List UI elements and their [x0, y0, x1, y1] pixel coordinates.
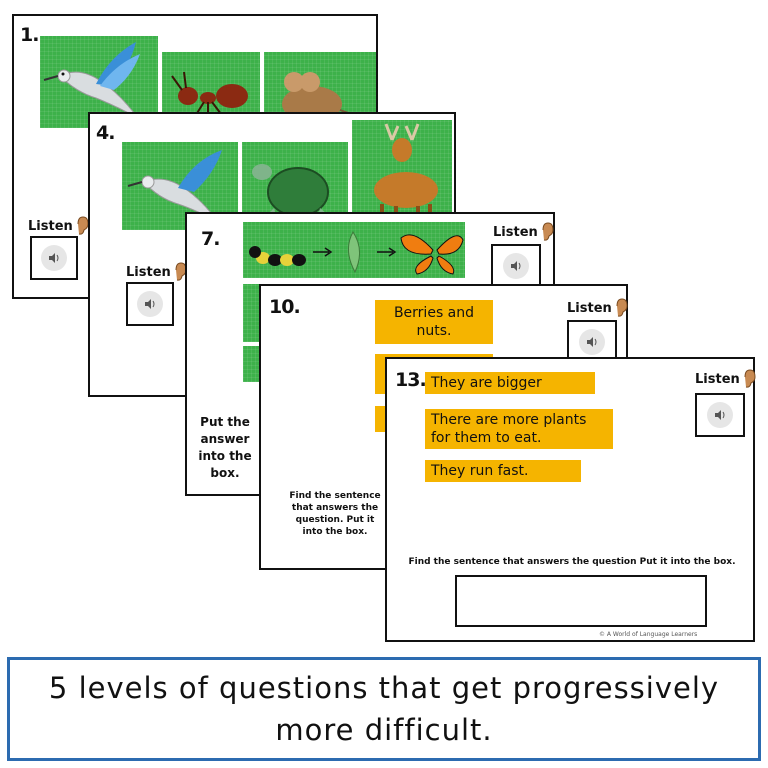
- listen-label: Listen: [126, 262, 187, 282]
- butterfly-icon: [400, 234, 464, 275]
- listen-label: Listen: [493, 222, 554, 242]
- slide-number: 13.: [395, 369, 427, 391]
- listen-label: Listen: [695, 369, 756, 389]
- listen-speaker-box[interactable]: [126, 282, 174, 326]
- copyright-text: © A World of Language Learners: [599, 631, 698, 638]
- listen-label: Listen: [567, 298, 628, 318]
- speaker-icon: [715, 410, 725, 420]
- instruction-text: Find the sentence that answers the quest…: [289, 491, 381, 537]
- caption-text: 5 levels of questions that get progressi…: [48, 671, 720, 747]
- listen-speaker-box[interactable]: [491, 244, 541, 288]
- listen-label: Listen: [28, 216, 89, 236]
- instruction-text: Put the answer into the box.: [198, 415, 252, 480]
- speaker-icon: [145, 299, 155, 309]
- ear-icon: [616, 298, 628, 317]
- slide-13: 13. They are bigger There are more plant…: [385, 357, 756, 642]
- listen-speaker-box[interactable]: [567, 320, 617, 364]
- speaker-button[interactable]: [137, 291, 163, 317]
- lifecycle-strip: [249, 231, 464, 275]
- speaker-button[interactable]: [41, 245, 67, 271]
- chrysalis-icon: [348, 231, 360, 274]
- answer-option[interactable]: Berries and nuts.: [375, 300, 493, 344]
- slide-number: 4.: [96, 122, 115, 144]
- caterpillar-icon: [249, 246, 306, 266]
- caption-box: 5 levels of questions that get progressi…: [7, 657, 761, 761]
- speaker-icon: [511, 261, 521, 271]
- listen-speaker-box[interactable]: [30, 236, 78, 280]
- speaker-icon: [587, 337, 597, 347]
- slide-number: 10.: [269, 296, 301, 318]
- answer-option[interactable]: There are more plants for them to eat.: [425, 409, 613, 449]
- ant-icon: [171, 71, 248, 120]
- arrow-icon: [313, 247, 333, 257]
- arrow-icon: [377, 247, 397, 257]
- speaker-button[interactable]: [707, 402, 733, 428]
- picture-tile-deer[interactable]: [352, 120, 452, 230]
- answer-option[interactable]: They are bigger: [425, 372, 595, 394]
- listen-speaker-box[interactable]: [695, 393, 745, 437]
- slide-number: 7.: [201, 228, 220, 250]
- picture-tile-lifecycle[interactable]: [243, 222, 465, 278]
- answer-option[interactable]: They run fast.: [425, 460, 581, 482]
- answer-drop-box[interactable]: [455, 575, 707, 627]
- ear-icon: [77, 216, 89, 235]
- ear-icon: [542, 222, 554, 241]
- ear-icon: [744, 369, 756, 388]
- slide-number: 1.: [20, 24, 39, 46]
- speaker-icon: [49, 253, 59, 263]
- speaker-button[interactable]: [579, 329, 605, 355]
- instruction-text: Find the sentence that answers the quest…: [408, 557, 736, 567]
- hummingbird-icon: [127, 150, 222, 223]
- picture-tile-hummingbird[interactable]: [122, 142, 238, 230]
- speaker-button[interactable]: [503, 253, 529, 279]
